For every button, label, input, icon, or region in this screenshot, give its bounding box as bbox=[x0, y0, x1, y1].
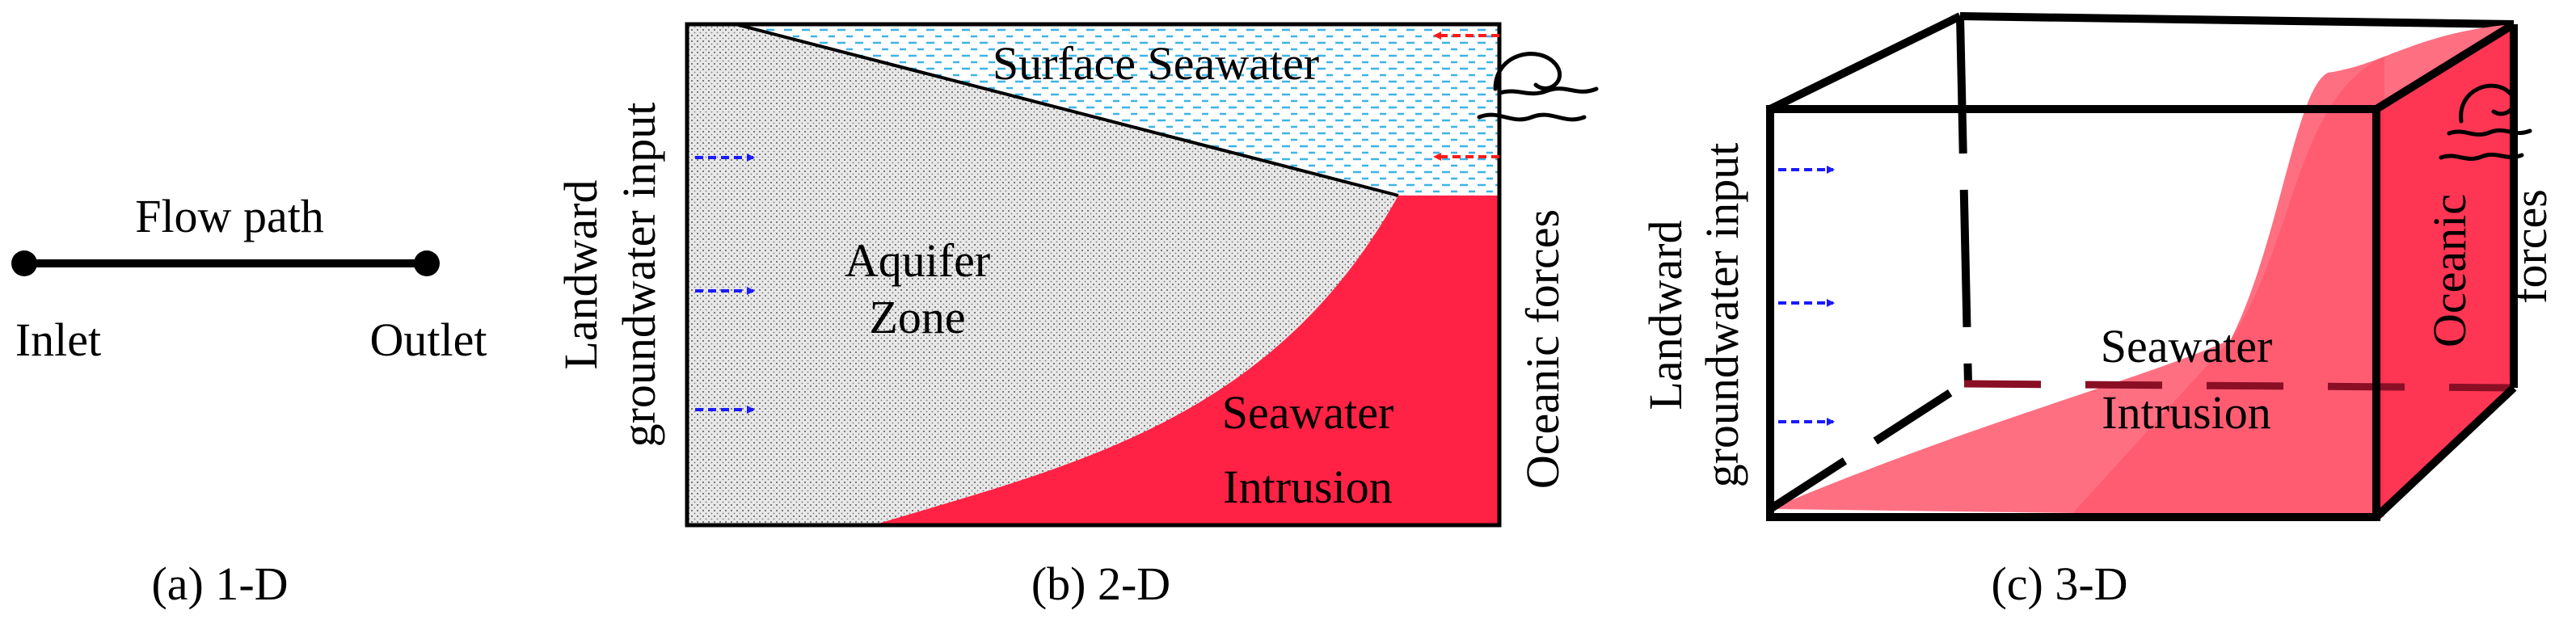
panel-2d: Surface Seawater Aquifer Zone Seawater I… bbox=[554, 22, 1599, 610]
intrusion-label-line1: Seawater bbox=[1222, 386, 1394, 439]
surface-seawater-zone bbox=[736, 24, 1499, 196]
box-edge-top-right bbox=[2374, 20, 2516, 113]
seawater-intrusion-zone bbox=[873, 196, 1499, 525]
oceanic-3d-label-line1: Oceanic bbox=[2423, 194, 2476, 347]
wave-icon bbox=[1477, 52, 1599, 122]
box-edge-bottom-right bbox=[2373, 385, 2517, 520]
caption-2d: (b) 2-D bbox=[1031, 557, 1170, 610]
wave-icon-3d bbox=[2439, 83, 2532, 162]
landward-label-line2: groundwater input bbox=[613, 103, 665, 448]
aquifer-label-line2: Zone bbox=[869, 291, 965, 343]
box-edge-hidden-bottom-left bbox=[1768, 380, 1967, 513]
caption-1d: (a) 1-D bbox=[151, 557, 288, 610]
box-edge-back-top bbox=[1959, 12, 2515, 28]
box-edge-top-left bbox=[1768, 12, 1963, 113]
landward-3d-label-line2: groundwater input bbox=[1696, 143, 1748, 488]
inlet-label: Inlet bbox=[15, 313, 101, 366]
box-edge-hidden-bottom-back bbox=[1963, 380, 2515, 392]
outlet-label: Outlet bbox=[370, 313, 487, 366]
panel-1d: Flow path Inlet Outlet (a) 1-D bbox=[11, 190, 487, 610]
flow-path-label: Flow path bbox=[135, 190, 324, 242]
oceanic-3d-label-line2: forces bbox=[2504, 189, 2557, 304]
seawater-intrusion-right-face bbox=[2376, 24, 2514, 517]
sea-aquifer-boundary bbox=[735, 23, 1399, 197]
oceanic-forces-label: Oceanic forces bbox=[1516, 209, 1569, 489]
aquifer-label-line1: Aquifer bbox=[845, 234, 990, 287]
landward-3d-label-line1: Landward bbox=[1639, 220, 1692, 410]
box-edge-hidden-vertical bbox=[1956, 15, 1972, 385]
intrusion-3d-label-line1: Seawater bbox=[2101, 320, 2273, 372]
domain-frame-2d bbox=[685, 22, 1502, 528]
outlet-node bbox=[414, 250, 440, 276]
inlet-node bbox=[11, 250, 37, 276]
panel-3d: Seawater Intrusion Landward groundwater … bbox=[1639, 12, 2557, 610]
caption-3d: (c) 3-D bbox=[1991, 557, 2127, 610]
landward-label-line1: Landward bbox=[554, 179, 607, 369]
intrusion-3d-label-line2: Intrusion bbox=[2102, 386, 2270, 439]
seawater-intrusion-front bbox=[2069, 57, 2384, 517]
intrusion-label-line2: Intrusion bbox=[1223, 461, 1392, 513]
surface-seawater-label: Surface Seawater bbox=[993, 37, 1319, 90]
